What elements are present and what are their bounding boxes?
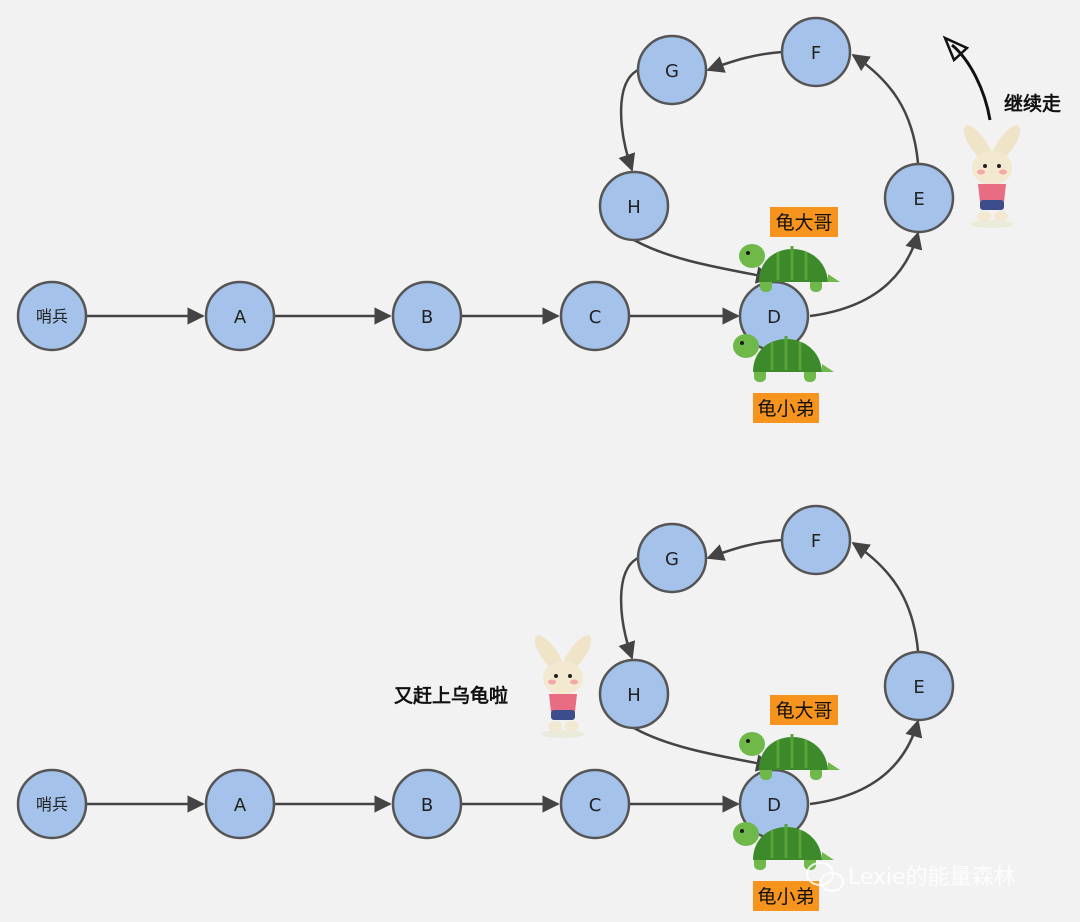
edge-d-e [809,719,923,806]
node-label: D [767,307,781,328]
node-label: D [767,795,781,816]
node-label: C [589,795,602,816]
node-label: B [421,795,433,816]
node-a: A [204,280,276,352]
edge-d-e [809,231,923,318]
node-h: H [598,658,670,730]
node-d: D [738,280,810,352]
node-label: A [234,307,247,328]
edge-g-h [618,68,639,172]
node-f: F [780,504,852,576]
node-label: G [665,549,679,570]
node-e: E [883,650,955,722]
panel-bottom: 哨兵 A B C D E F G [16,504,955,911]
watermark-text: Lexie的能量森林 [848,865,1016,890]
tag-label: 龟大哥 [775,212,832,234]
node-label: 哨兵 [36,795,68,814]
tag-big-brother: 龟大哥 [770,207,838,237]
panel-top: 哨兵 A B C D E F G [16,16,1061,423]
node-c: C [559,280,631,352]
rabbit-icon [958,121,1026,228]
node-label: H [627,685,641,706]
tag-little-brother: 龟小弟 [753,881,819,911]
node-sentinel: 哨兵 [16,768,88,840]
node-h: H [598,170,670,242]
edge-e-f [851,53,920,164]
edge-g-h [618,556,639,660]
edges [87,538,923,813]
tag-label: 龟大哥 [775,700,832,722]
node-e: E [883,162,955,234]
node-f: F [780,16,852,88]
curved-arrow-icon [951,43,992,121]
node-label: B [421,307,433,328]
node-label: C [589,307,602,328]
node-sentinel: 哨兵 [16,280,88,352]
node-label: E [913,189,924,210]
edges [87,50,923,325]
node-b: B [391,280,463,352]
tag-label: 龟小弟 [757,886,814,908]
edge-f-g [706,50,783,73]
node-label: A [234,795,247,816]
edge-f-g [706,538,783,561]
node-g: G [636,522,708,594]
tag-big-brother: 龟大哥 [770,695,838,725]
node-label: H [627,197,641,218]
wechat-icon [806,862,844,892]
watermark: Lexie的能量森林 [806,862,1016,892]
node-label: F [811,531,821,552]
note-continue: 继续走 [1004,92,1061,115]
node-label: G [665,61,679,82]
node-g: G [636,34,708,106]
tag-label: 龟小弟 [757,398,814,420]
node-b: B [391,768,463,840]
rabbit-icon [529,631,597,738]
tag-little-brother: 龟小弟 [753,393,819,423]
node-label: F [811,43,821,64]
edge-e-f [851,541,920,652]
turtle-icon [731,332,836,384]
node-label: E [913,677,924,698]
arrow-head-icon [942,35,970,63]
node-a: A [204,768,276,840]
edge-h-d [633,238,774,284]
edge-h-d [633,726,774,772]
node-c: C [559,768,631,840]
note-caught-up: 又赶上乌龟啦 [394,684,508,707]
node-label: 哨兵 [36,307,68,326]
